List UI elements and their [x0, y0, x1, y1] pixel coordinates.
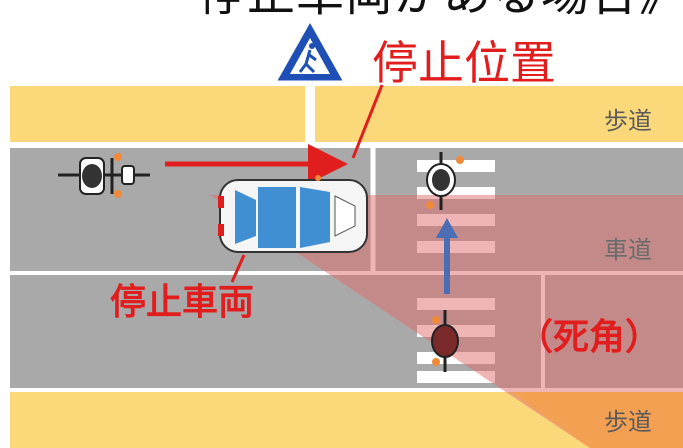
bicycle-icon: [426, 152, 464, 210]
stopped-vehicle-pointer: [230, 254, 246, 283]
roadway-label: 車道: [604, 236, 652, 264]
bicycle-icon: [431, 310, 459, 372]
blind-spot-sidewalk-highlight: [512, 392, 683, 448]
bicycle-icon: [58, 153, 150, 198]
sidewalk-top-label: 歩道: [604, 107, 652, 135]
stop-position-pointer: [351, 84, 384, 159]
sign-post: [305, 86, 315, 148]
sidewalk-bottom-label: 歩道: [604, 408, 652, 436]
page-title: 停止車両がある場合》: [198, 0, 683, 18]
sidewalk-top: [10, 86, 683, 142]
stopped-vehicle-label: 停止車両: [110, 282, 255, 323]
stop-position-label: 停止位置: [372, 36, 556, 90]
crossing-arrow: [436, 218, 458, 294]
car-icon: [218, 175, 368, 253]
blind-spot-label: （死角）: [517, 317, 662, 358]
pedestrian-crossing-sign-icon: [272, 16, 348, 84]
